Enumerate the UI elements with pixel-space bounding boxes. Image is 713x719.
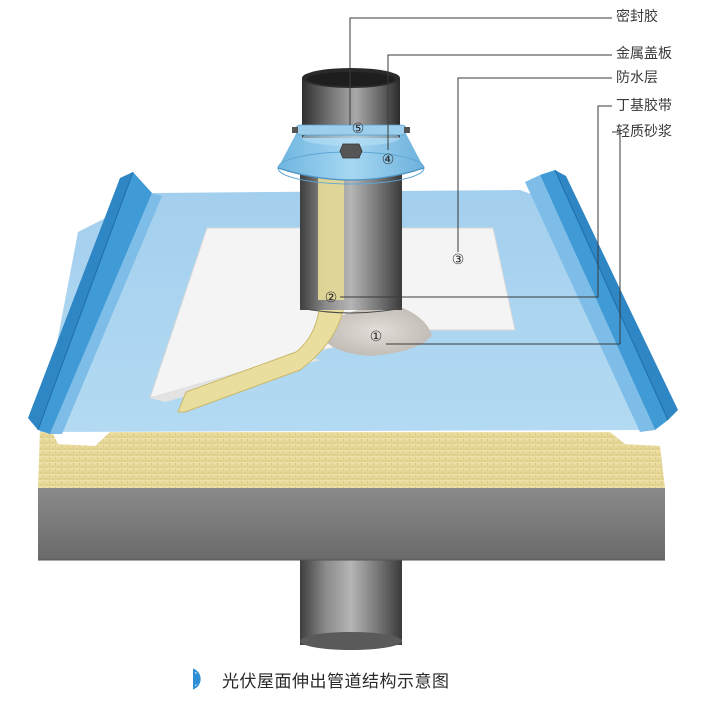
caption-bullet-icon — [193, 668, 201, 690]
clamp-band — [292, 124, 410, 136]
legend-label-butyl-tape: 丁基胶带 — [616, 98, 672, 114]
marker-4: ④ — [382, 152, 395, 168]
legend-label-waterproof: 防水层 — [616, 70, 658, 86]
butyl-tape — [177, 189, 346, 413]
leader-lines — [340, 17, 621, 345]
legend-label-sealant: 密封胶 — [616, 9, 658, 25]
leader-metal-cover — [387, 54, 612, 150]
marker-group: ⑤ ④ ③ ② ① — [325, 121, 465, 345]
pipe-lower — [300, 545, 402, 645]
leader-waterproof — [457, 77, 612, 252]
marker-1: ① — [370, 329, 383, 345]
right-standing-rib — [525, 169, 678, 432]
leader-butyl — [340, 105, 612, 298]
marker-5: ⑤ — [352, 121, 365, 137]
pipe-base-edge — [299, 307, 403, 314]
caption: 光伏屋面伸出管道结构示意图 — [190, 666, 450, 692]
marker-2: ② — [325, 290, 338, 306]
pipe-lower-bottom — [300, 632, 402, 650]
bolt-icon — [339, 143, 363, 159]
legend-label-metal-cover: 金属盖板 — [616, 46, 672, 62]
left-standing-rib — [28, 171, 162, 434]
steel-deck — [38, 488, 665, 560]
marker-3: ③ — [452, 252, 465, 268]
leader-sealant — [349, 17, 612, 125]
insulation-layer — [38, 430, 665, 488]
lightweight-mortar — [322, 305, 432, 356]
caption-text: 光伏屋面伸出管道结构示意图 — [222, 671, 450, 692]
legend-label-mortar: 轻质砂浆 — [616, 124, 672, 140]
leader-mortar — [386, 131, 621, 345]
